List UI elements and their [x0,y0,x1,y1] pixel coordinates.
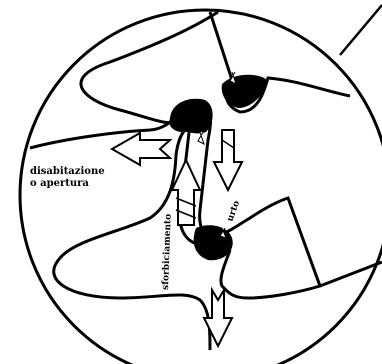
label-impact: urto [225,199,242,223]
label-disengagement-line2: o apertura [30,178,89,189]
leader-line [340,5,382,55]
label-sliding: sforbiciamento [161,214,174,290]
arrow-down-bottom [204,290,232,346]
central-blob-hatch [198,132,204,144]
label-disengagement-line1: disabitazione [30,166,105,177]
upper-contact-blob [222,75,268,108]
central-contact-blob [169,99,212,134]
arrow-down-right [214,130,242,190]
arrow-disengagement-left [112,133,170,165]
lower-tooth-base [54,258,210,350]
